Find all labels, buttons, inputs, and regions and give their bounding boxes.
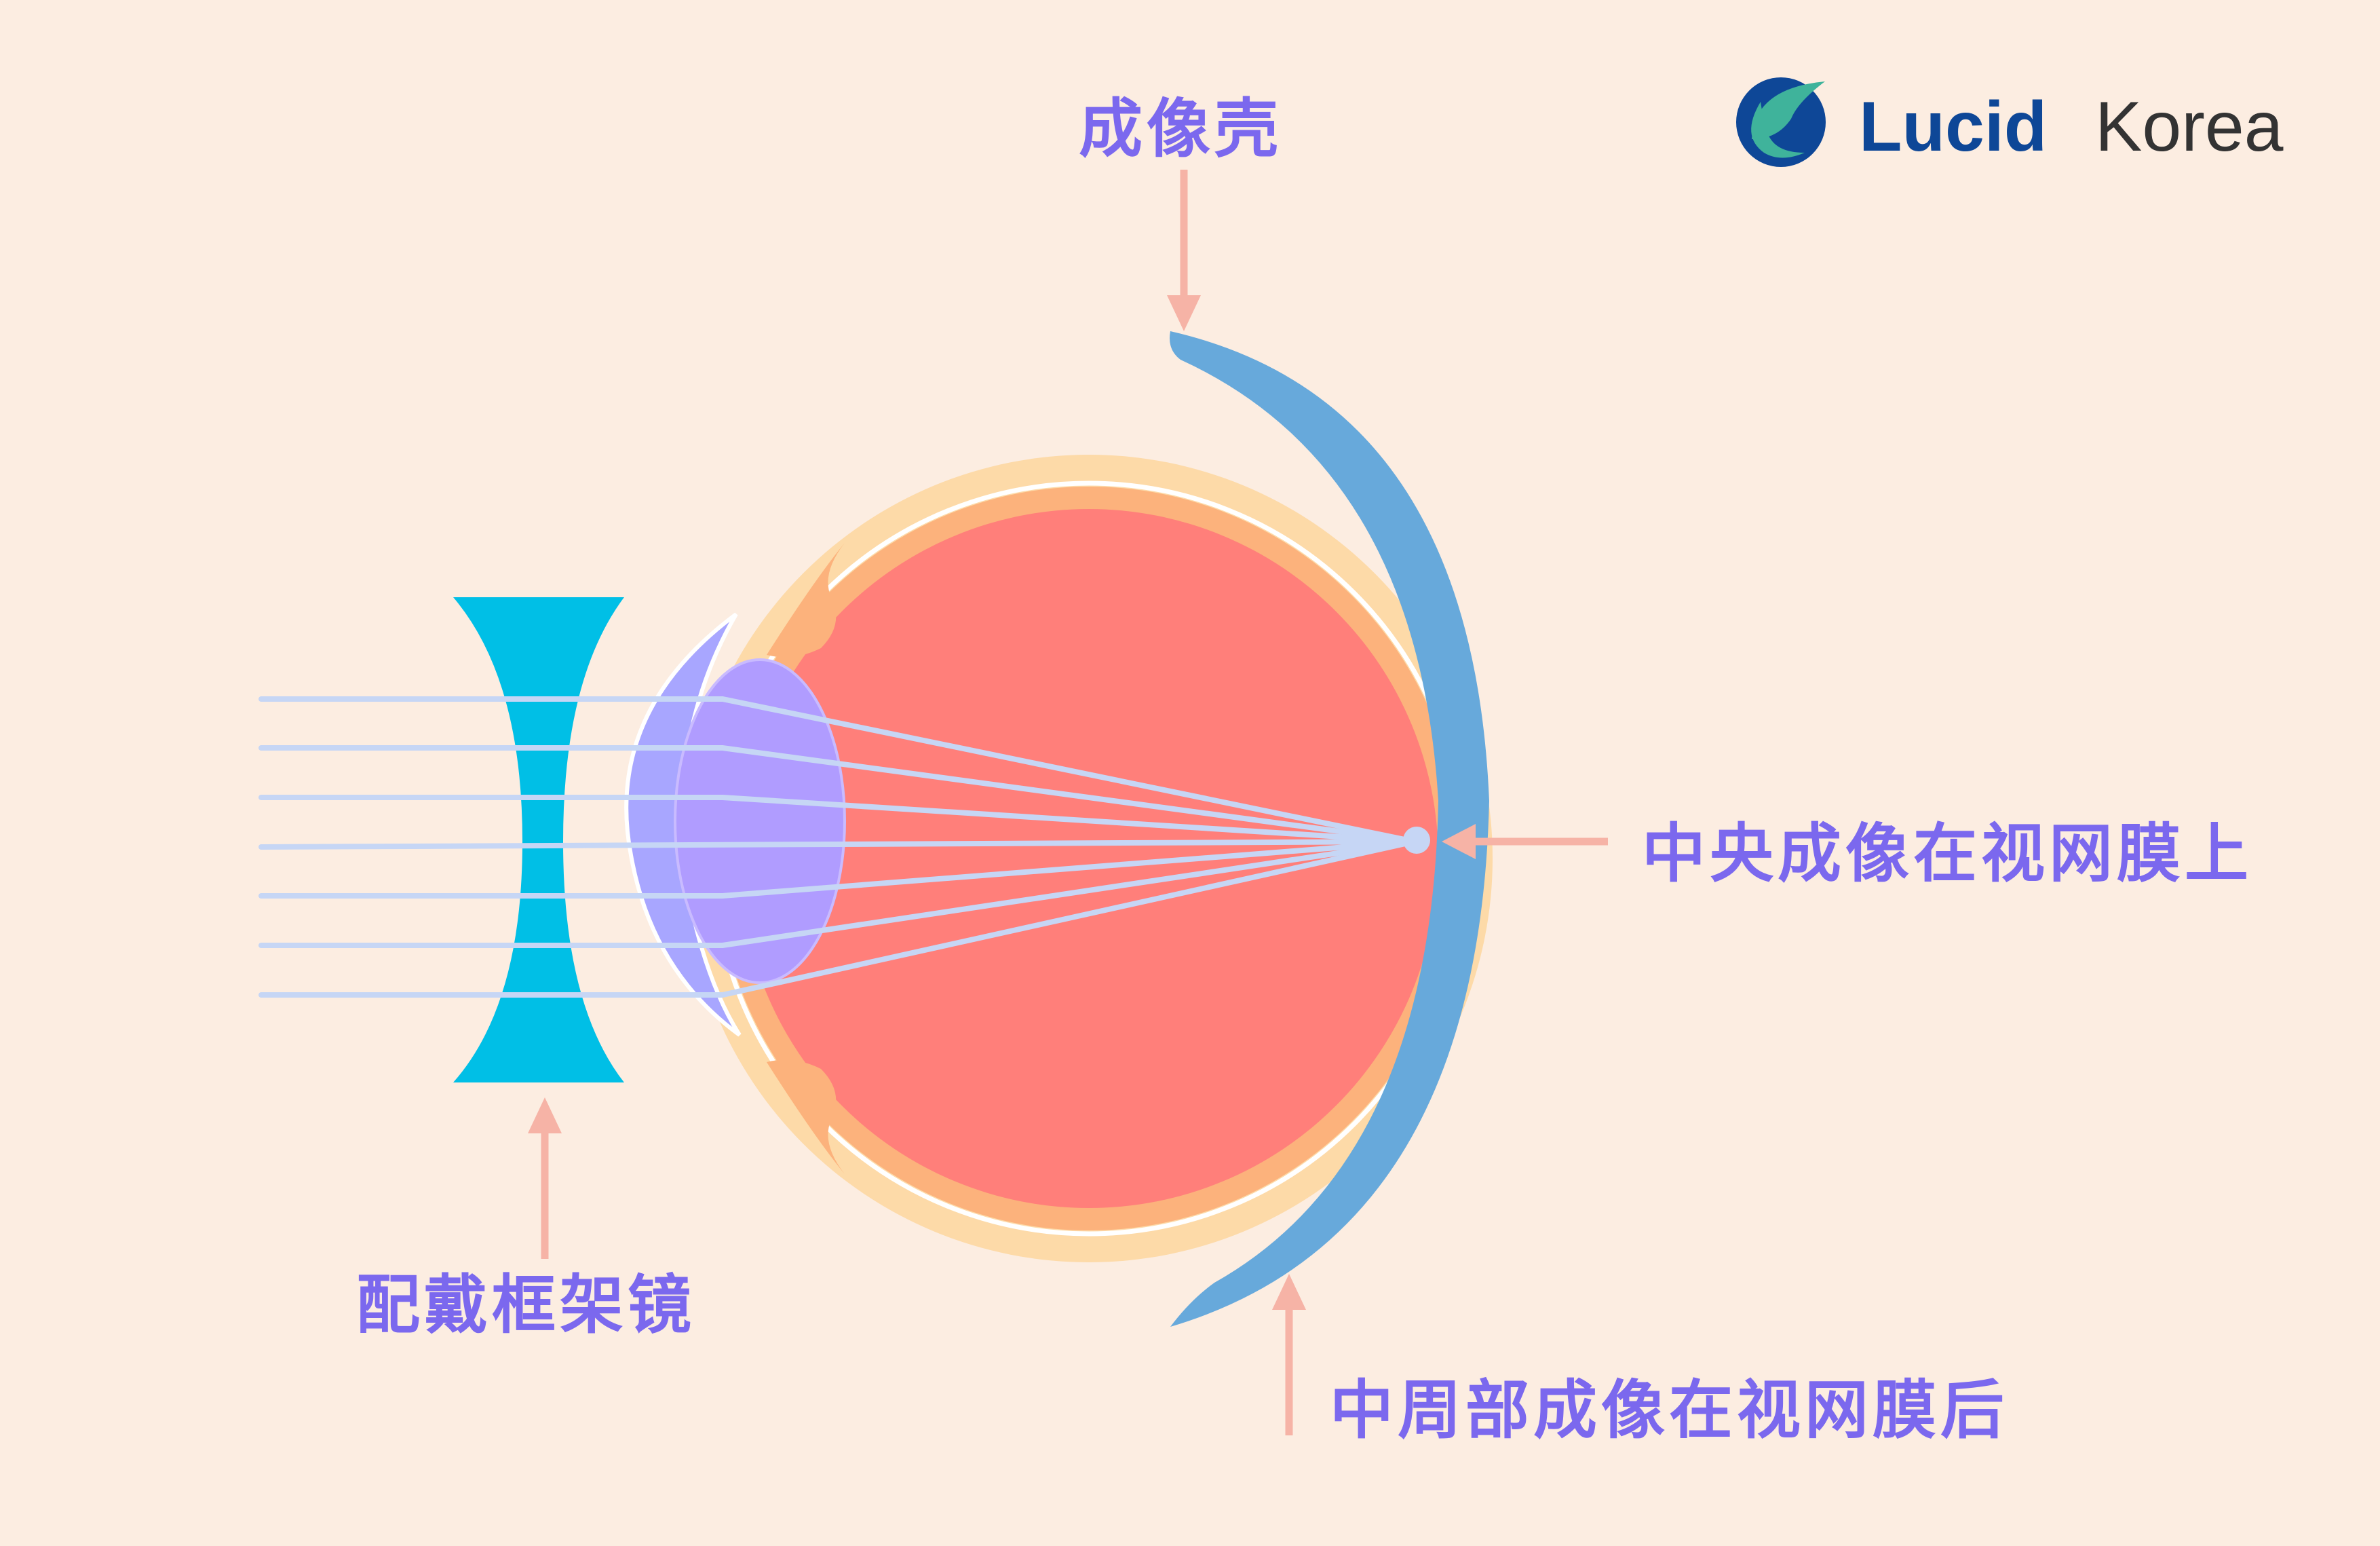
lucid-korea-logo: Lucid Korea xyxy=(1736,77,2284,167)
label-central-on-retina: 中央成像在视网膜上 xyxy=(1642,817,2252,891)
light-ray xyxy=(258,839,1417,850)
light-ray xyxy=(258,839,1417,998)
label-mid-peripheral-behind-retina: 中周部成像在视网膜后 xyxy=(1330,1374,2008,1448)
concave-glasses-lens xyxy=(453,597,624,1082)
logo-leaf-icon xyxy=(1752,81,1825,139)
light-rays xyxy=(258,696,1417,998)
light-ray xyxy=(258,839,1417,899)
ciliary-body-bottom xyxy=(767,1059,845,1174)
arrow-to-shell xyxy=(1167,170,1201,331)
ciliary-body-top xyxy=(767,543,845,658)
light-ray xyxy=(258,696,1417,844)
logo-brand-light: Korea xyxy=(2095,88,2284,166)
logo-swirl-icon xyxy=(1751,102,1805,158)
imaging-shell xyxy=(1170,331,1489,1327)
arrow-to-glasses xyxy=(528,1097,562,1259)
light-ray xyxy=(258,745,1417,844)
focal-point xyxy=(1403,827,1430,854)
light-ray xyxy=(258,795,1417,844)
arrows xyxy=(528,170,1608,1435)
arrow-to-peripheral xyxy=(1272,1274,1306,1435)
light-ray xyxy=(258,839,1417,948)
vitreous-body xyxy=(740,509,1438,1208)
label-imaging-shell: 成像壳 xyxy=(1079,92,1282,166)
label-glasses: 配戴框架镜 xyxy=(356,1268,695,1342)
crystalline-lens xyxy=(674,658,846,984)
logo-brand-bold: Lucid xyxy=(1859,88,2047,166)
arrow-to-retina-center xyxy=(1442,824,1608,859)
